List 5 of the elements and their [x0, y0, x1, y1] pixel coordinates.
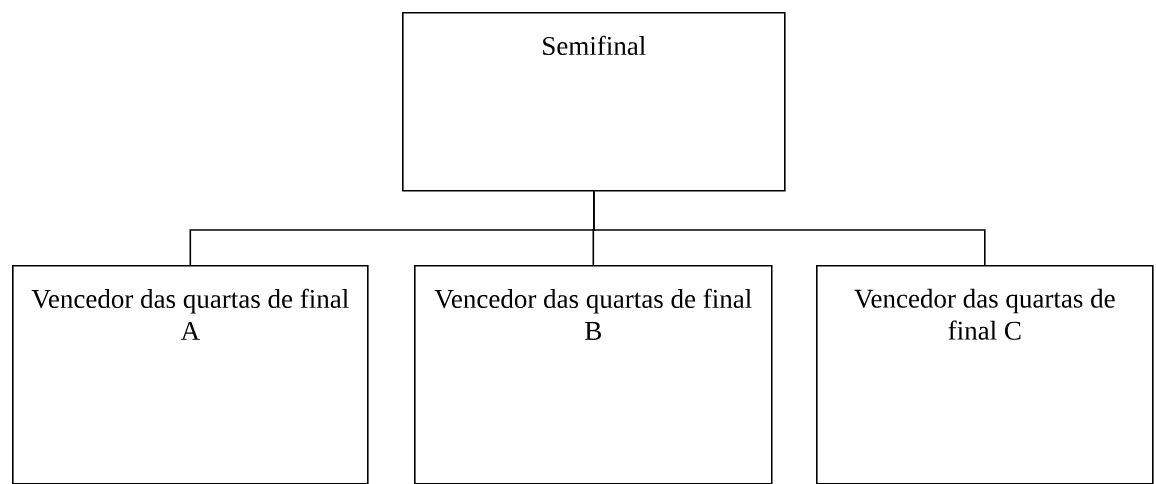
text-box: Semifinal — [402, 12, 786, 192]
connector-line — [593, 190, 986, 266]
text-box: Vencedor das quartas de final C — [816, 265, 1154, 484]
text-box: Vencedor das quartas de final B — [414, 265, 773, 484]
text-box: Vencedor das quartas de final A — [12, 265, 369, 484]
